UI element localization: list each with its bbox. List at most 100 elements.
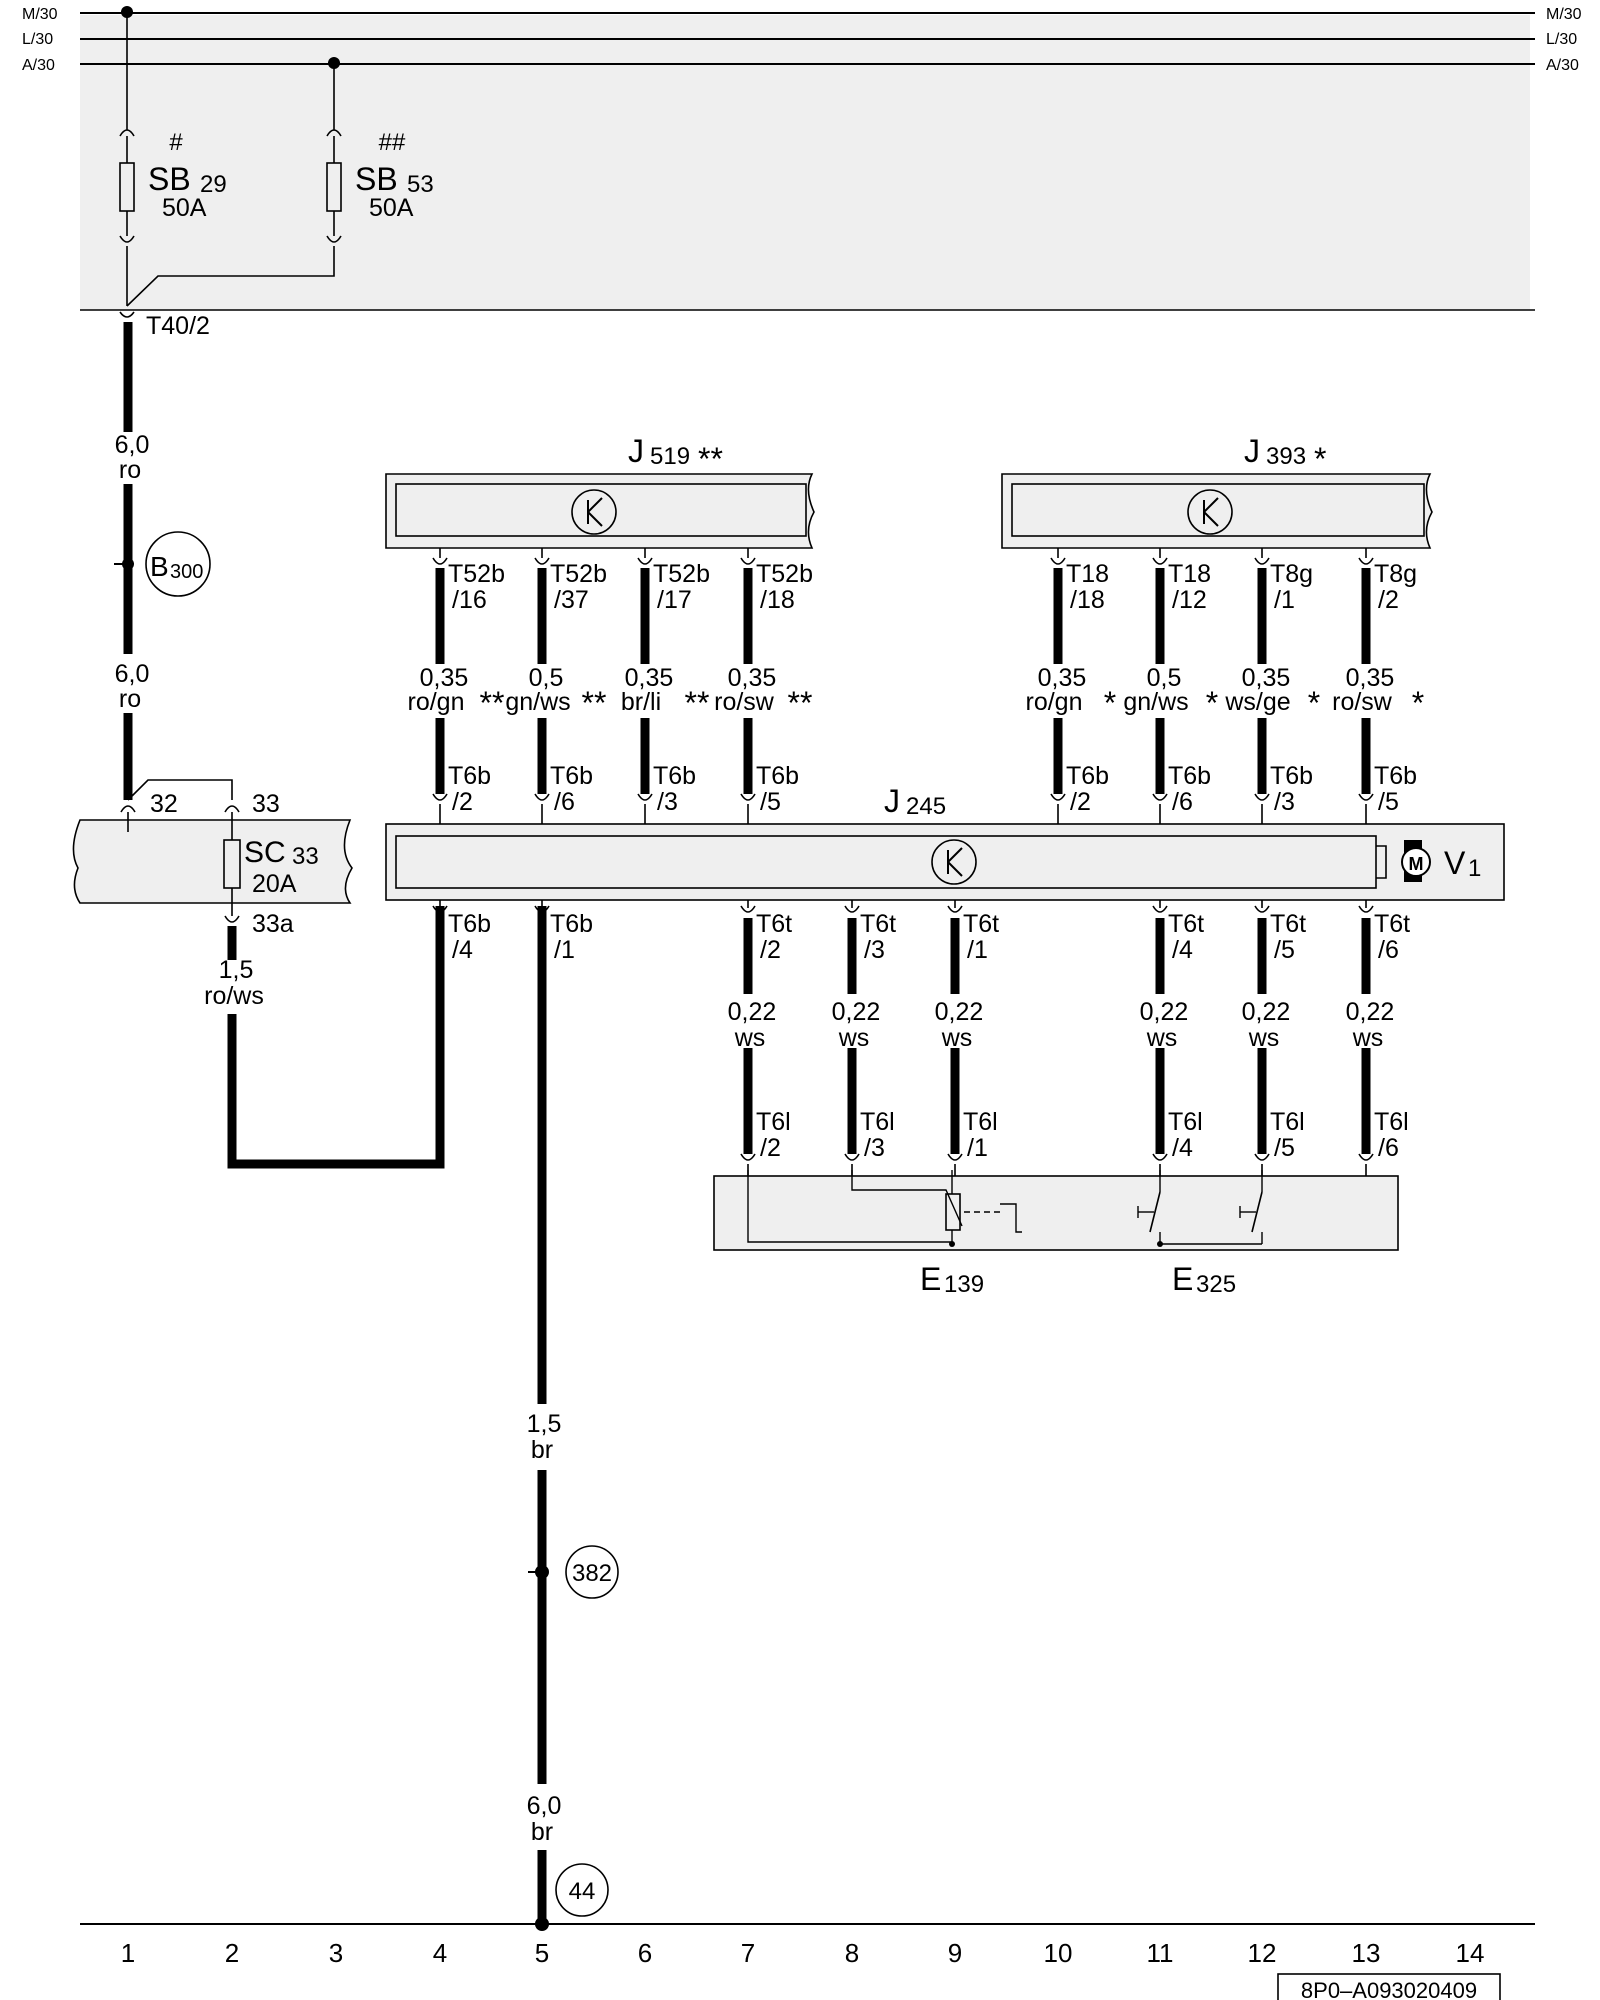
wire-size: 0,35: [1346, 664, 1395, 692]
wire-color: ws: [1248, 1024, 1280, 1052]
fuse-sc33: 32 33 SC 33 20A 33a: [72, 779, 353, 938]
j393-name: J: [1244, 433, 1260, 469]
wire-ground-upper-color: br: [531, 1436, 553, 1464]
diagram-id: 8P0–A093020409: [1301, 1978, 1477, 2000]
connector-pin-number: /18: [760, 586, 795, 614]
wire-sc33-color: ro/ws: [204, 982, 264, 1010]
wire-sc33-to-j245: 1,5 ro/ws: [204, 906, 445, 1169]
connector-pin-label: T52b: [756, 560, 813, 588]
column-number: 1: [121, 1938, 135, 1968]
connector-pin-number: /3: [657, 788, 678, 816]
wire-mark: **: [480, 685, 505, 721]
v1-number: 1: [1468, 855, 1481, 882]
wire-mark: **: [582, 685, 607, 721]
connector-pin-label: T6b: [1168, 762, 1211, 790]
wire-mark: *: [1104, 685, 1116, 721]
rail-label-a30: A/30: [22, 57, 55, 74]
j245-name: J: [884, 783, 900, 819]
wire-size: 0,22: [935, 998, 984, 1026]
wire-color: br/li: [621, 688, 661, 716]
connector-pin-label: T52b: [448, 560, 505, 588]
connector-pin-label: T6b: [1270, 762, 1313, 790]
connector-pin-label: T8g: [1270, 560, 1313, 588]
connector-pin-label: T6t: [1168, 910, 1204, 938]
fuse-sb53: ## SB 53 50A: [126, 57, 434, 307]
j519-wire-group: T52b/160,35ro/gn**T6b/2T52b/370,5gn/ws**…: [408, 548, 813, 824]
column-number: 6: [638, 1938, 652, 1968]
connector-pin-label: T6b: [1374, 762, 1417, 790]
connector-t40-2: T40/2: [146, 312, 210, 340]
e139-number: 139: [944, 1271, 984, 1298]
sb29-name: SB: [148, 161, 191, 197]
connector-pin-label: T6b: [653, 762, 696, 790]
j245-bottom-wire-group: T6b/4T6b/1T6t/2T6t/3T6t/1T6t/4T6t/5T6t/6…: [432, 900, 1410, 1176]
sb29-mark: #: [169, 129, 183, 156]
column-number: 8: [845, 1938, 859, 1968]
column-number: 11: [1147, 1938, 1174, 1968]
connector-pin-number: /16: [452, 586, 487, 614]
sb53-number: 53: [407, 171, 434, 198]
wire-main-mid-color: ro: [119, 685, 141, 713]
wire-size: 0,5: [529, 664, 564, 692]
control-unit-j245: J 245 M V 1: [385, 783, 1505, 901]
reference-b300-number: 300: [170, 561, 203, 583]
connector-pin-label: T6l: [1270, 1108, 1305, 1136]
column-number: 9: [948, 1938, 962, 1968]
column-number: 4: [433, 1938, 447, 1968]
j393-number: 393: [1266, 443, 1306, 470]
connector-pin-label: T6t: [860, 910, 896, 938]
column-number: 10: [1044, 1938, 1073, 1968]
connector-pin-number: /1: [554, 936, 575, 964]
switch-icon: [1149, 1191, 1161, 1233]
wire-size: 0,35: [1242, 664, 1291, 692]
wire-mark: **: [685, 685, 710, 721]
connector-pin-label: T6l: [756, 1108, 791, 1136]
connector-pin-label: T6b: [550, 762, 593, 790]
connector-pin-label: T6l: [963, 1108, 998, 1136]
connector-pin-label: T6l: [1374, 1108, 1409, 1136]
connector-pin-label: T6b: [1066, 762, 1109, 790]
pin-33: 33: [252, 790, 280, 818]
wire-color: ro/gn: [408, 688, 465, 716]
wire-mark: *: [1412, 685, 1424, 721]
reference-382-label: 382: [572, 1560, 612, 1587]
j519-mark: **: [698, 441, 723, 477]
connector-pin-number: /3: [1274, 788, 1295, 816]
main-supply-wire: 6,0 ro 6,0 ro B 300: [114, 322, 211, 800]
connector-pin-label: T6l: [860, 1108, 895, 1136]
wire-size: 0,22: [1242, 998, 1291, 1026]
fuse-sb29: # SB 29 50A: [119, 6, 227, 306]
wire-color: ws/ge: [1224, 688, 1290, 716]
connector-pin-label: T8g: [1374, 560, 1417, 588]
rail-label-a30-right: A/30: [1546, 57, 1579, 74]
wire-color: ro/sw: [1332, 688, 1393, 716]
sb53-rating: 50A: [369, 194, 414, 222]
transistor-symbol-icon: [931, 839, 977, 885]
sc33-number: 33: [292, 843, 319, 870]
j519-number: 519: [650, 443, 690, 470]
connector-pin-number: /4: [452, 936, 473, 964]
connector-pin-label: T6t: [963, 910, 999, 938]
wire-size: 0,5: [1147, 664, 1182, 692]
j245-number: 245: [906, 793, 946, 820]
pin-32: 32: [150, 790, 178, 818]
wire-main-top-color: ro: [119, 456, 141, 484]
wire-size: 0,35: [728, 664, 777, 692]
connector-pin-number: /2: [1378, 586, 1399, 614]
connector-pin-number: /1: [1274, 586, 1295, 614]
transistor-symbol-icon: [1187, 489, 1233, 535]
v1-name: V: [1444, 845, 1466, 881]
connector-pin-label: T6t: [1374, 910, 1410, 938]
switch-icon: [1251, 1191, 1263, 1233]
wire-ground-lower-size: 6,0: [527, 1792, 562, 1820]
connector-pin-number: /4: [1172, 936, 1193, 964]
wire-mark: *: [1206, 685, 1218, 721]
connector-pin-number: /5: [1274, 936, 1295, 964]
wire-color: ws: [1352, 1024, 1384, 1052]
reference-44-label: 44: [569, 1878, 596, 1905]
rail-label-m30-right: M/30: [1546, 6, 1582, 23]
connector-pin-number: /1: [967, 1134, 988, 1162]
connector-pin-number: /5: [760, 788, 781, 816]
